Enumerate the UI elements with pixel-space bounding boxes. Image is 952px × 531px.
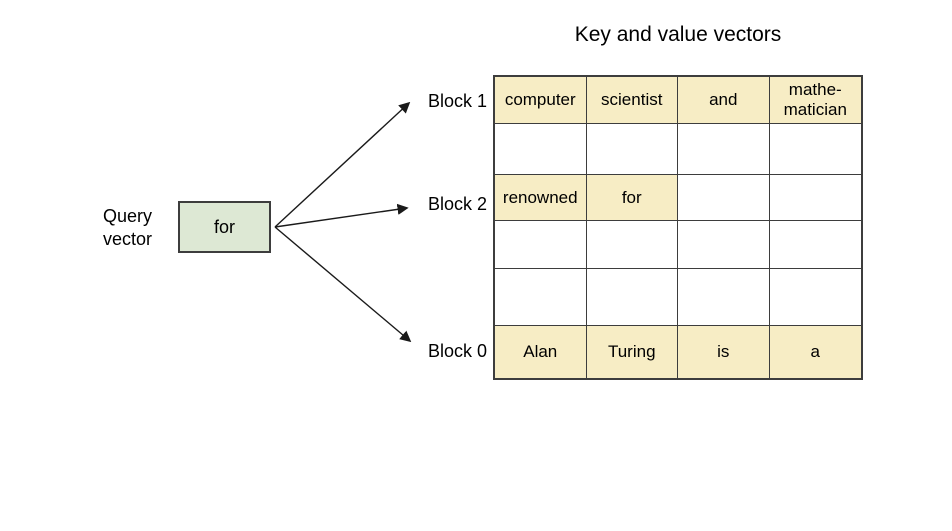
table-cell: Alan (495, 326, 587, 378)
table-title: Key and value vectors (574, 23, 782, 46)
table-cell (586, 124, 678, 175)
query-vector-box: for (178, 201, 271, 253)
table-cell: is (678, 326, 770, 378)
arrow-to-block-2 (274, 203, 409, 228)
table-cell: and (678, 77, 770, 124)
block-0-label: Block 0 (427, 341, 487, 361)
table-cell: renowned (495, 175, 587, 221)
table-cell (678, 124, 770, 175)
table-cell: mathe- matician (769, 77, 861, 124)
table-cell: for (586, 175, 678, 221)
table-cell (495, 269, 587, 326)
table-cell (586, 269, 678, 326)
table-cell (495, 221, 587, 269)
table-cell (495, 124, 587, 175)
table-cell (678, 175, 770, 221)
table-cell (769, 175, 861, 221)
block-1-label: Block 1 (427, 91, 487, 111)
table-cell (769, 269, 861, 326)
table-cell (769, 221, 861, 269)
table-cell (678, 221, 770, 269)
table-cell (678, 269, 770, 326)
table-cell: computer (495, 77, 587, 124)
table-cell (586, 221, 678, 269)
arrow-to-block-0 (274, 226, 412, 343)
arrow-to-block-1 (274, 101, 411, 228)
table-cell: scientist (586, 77, 678, 124)
table-cell: a (769, 326, 861, 378)
table-cell: Turing (586, 326, 678, 378)
query-vector-label: Query vector (103, 206, 153, 250)
query-vector-box-text: for (213, 216, 235, 237)
table-cell (769, 124, 861, 175)
block-2-label: Block 2 (427, 194, 487, 214)
